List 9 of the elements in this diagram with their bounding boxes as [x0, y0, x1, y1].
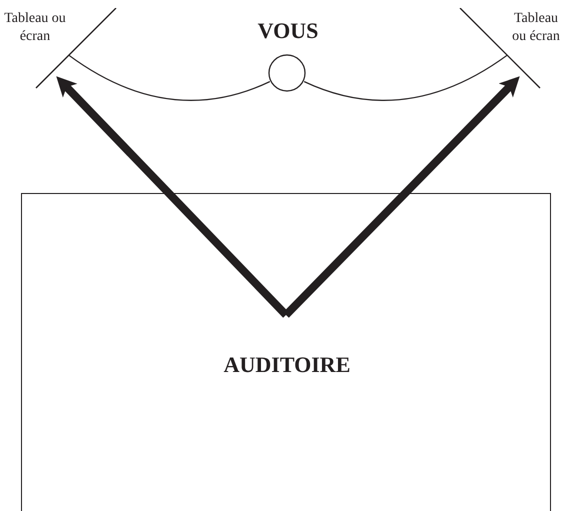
- area-label: AUDITOIRE: [222, 351, 352, 379]
- sight-arc: [304, 54, 508, 101]
- sight-arc: [68, 54, 270, 101]
- audience-area: [21, 193, 551, 511]
- arrow: [283, 76, 520, 318]
- screen-label: Tableau ou écran: [4, 10, 66, 46]
- screen-label: Tableau ou écran: [511, 10, 561, 46]
- person-label: VOUS: [256, 17, 320, 45]
- arrow: [56, 76, 289, 318]
